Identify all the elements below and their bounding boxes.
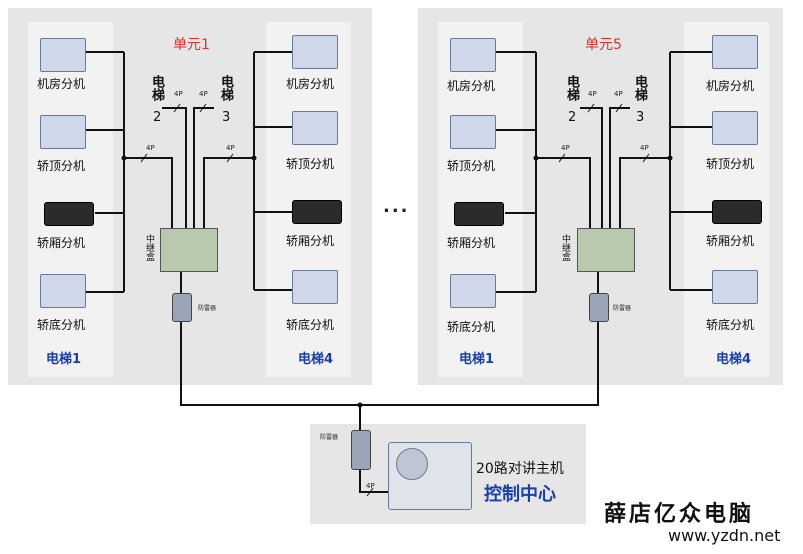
car-bottom-extension-icon: [292, 270, 338, 304]
car-cabin-extension-icon: [712, 200, 762, 224]
wire-label: 4P: [174, 90, 183, 98]
elevator-2-label: 电梯: [564, 75, 579, 101]
lightning-arrester-icon: [172, 293, 192, 322]
device-label: 轿厢分机: [37, 236, 86, 250]
wire-label: 4P: [561, 144, 570, 152]
ellipsis: ...: [383, 196, 410, 217]
intercom-speaker-icon: [396, 448, 428, 480]
unit-1-left-column: [28, 22, 113, 377]
car-bottom-extension-icon: [40, 274, 86, 308]
device-label: 轿底分机: [447, 320, 496, 334]
device-label: 机房分机: [706, 79, 755, 93]
car-cabin-extension-icon: [44, 202, 94, 226]
relay-box-label: 中继盒: [560, 234, 570, 261]
device-label: 机房分机: [286, 77, 335, 91]
wire-label: 4P: [640, 144, 649, 152]
unit-5-right-column: [684, 22, 769, 377]
elevator-3-number: 3: [636, 110, 645, 125]
unit-1-title: 单元1: [173, 37, 210, 53]
elevator-2-label: 电梯: [149, 75, 164, 101]
wire-label: 4P: [588, 90, 597, 98]
device-label: 轿厢分机: [706, 234, 755, 248]
elevator-2-number: 2: [153, 110, 162, 125]
machine-room-extension-icon: [450, 38, 496, 72]
lightning-arrester-icon: [589, 293, 609, 322]
car-top-extension-icon: [292, 111, 338, 145]
unit-5-left-column: [438, 22, 523, 377]
unit-5-title: 单元5: [585, 37, 622, 53]
wire-label: 4P: [614, 90, 623, 98]
device-label: 轿底分机: [37, 318, 86, 332]
watermark-url: www.yzdn.net: [668, 526, 781, 545]
lightning-arrester-label: 防雷器: [198, 305, 217, 312]
device-label: 机房分机: [447, 79, 496, 93]
elevator-4-label: 电梯4: [298, 352, 334, 367]
watermark-brand: 薛店亿众电脑: [604, 501, 755, 527]
host-wire-label: 4P: [366, 482, 375, 490]
device-label: 轿顶分机: [447, 159, 496, 173]
wire-label: 4P: [199, 90, 208, 98]
device-label: 轿厢分机: [286, 234, 335, 248]
host-title: 控制中心: [484, 484, 556, 505]
elevator-1-label: 电梯1: [459, 352, 495, 367]
car-top-extension-icon: [40, 115, 86, 149]
host-arrester-label: 防雷器: [320, 434, 339, 441]
lightning-arrester-icon: [351, 430, 371, 470]
device-label: 轿顶分机: [706, 157, 755, 171]
device-label: 轿顶分机: [286, 157, 335, 171]
machine-room-extension-icon: [712, 35, 758, 69]
elevator-1-label: 电梯1: [46, 352, 82, 367]
unit-1-right-column: [266, 22, 351, 377]
relay-box-icon: [160, 228, 218, 272]
device-label: 轿底分机: [706, 318, 755, 332]
wire-label: 4P: [146, 144, 155, 152]
car-top-extension-icon: [712, 111, 758, 145]
elevator-3-number: 3: [222, 110, 231, 125]
device-label: 轿厢分机: [447, 236, 496, 250]
car-bottom-extension-icon: [450, 274, 496, 308]
elevator-2-number: 2: [568, 110, 577, 125]
host-name: 20路对讲主机: [476, 461, 564, 477]
elevator-3-label: 电梯: [632, 75, 647, 101]
lightning-arrester-label: 防雷器: [613, 305, 632, 312]
relay-box-icon: [577, 228, 635, 272]
machine-room-extension-icon: [292, 35, 338, 69]
wire-label: 4P: [226, 144, 235, 152]
elevator-4-label: 电梯4: [716, 352, 752, 367]
device-label: 轿顶分机: [37, 159, 86, 173]
device-label: 轿底分机: [286, 318, 335, 332]
car-cabin-extension-icon: [454, 202, 504, 226]
car-cabin-extension-icon: [292, 200, 342, 224]
relay-box-label: 中继盒: [144, 234, 154, 261]
device-label: 机房分机: [37, 77, 86, 91]
car-bottom-extension-icon: [712, 270, 758, 304]
machine-room-extension-icon: [40, 38, 86, 72]
elevator-3-label: 电梯: [218, 75, 233, 101]
car-top-extension-icon: [450, 115, 496, 149]
